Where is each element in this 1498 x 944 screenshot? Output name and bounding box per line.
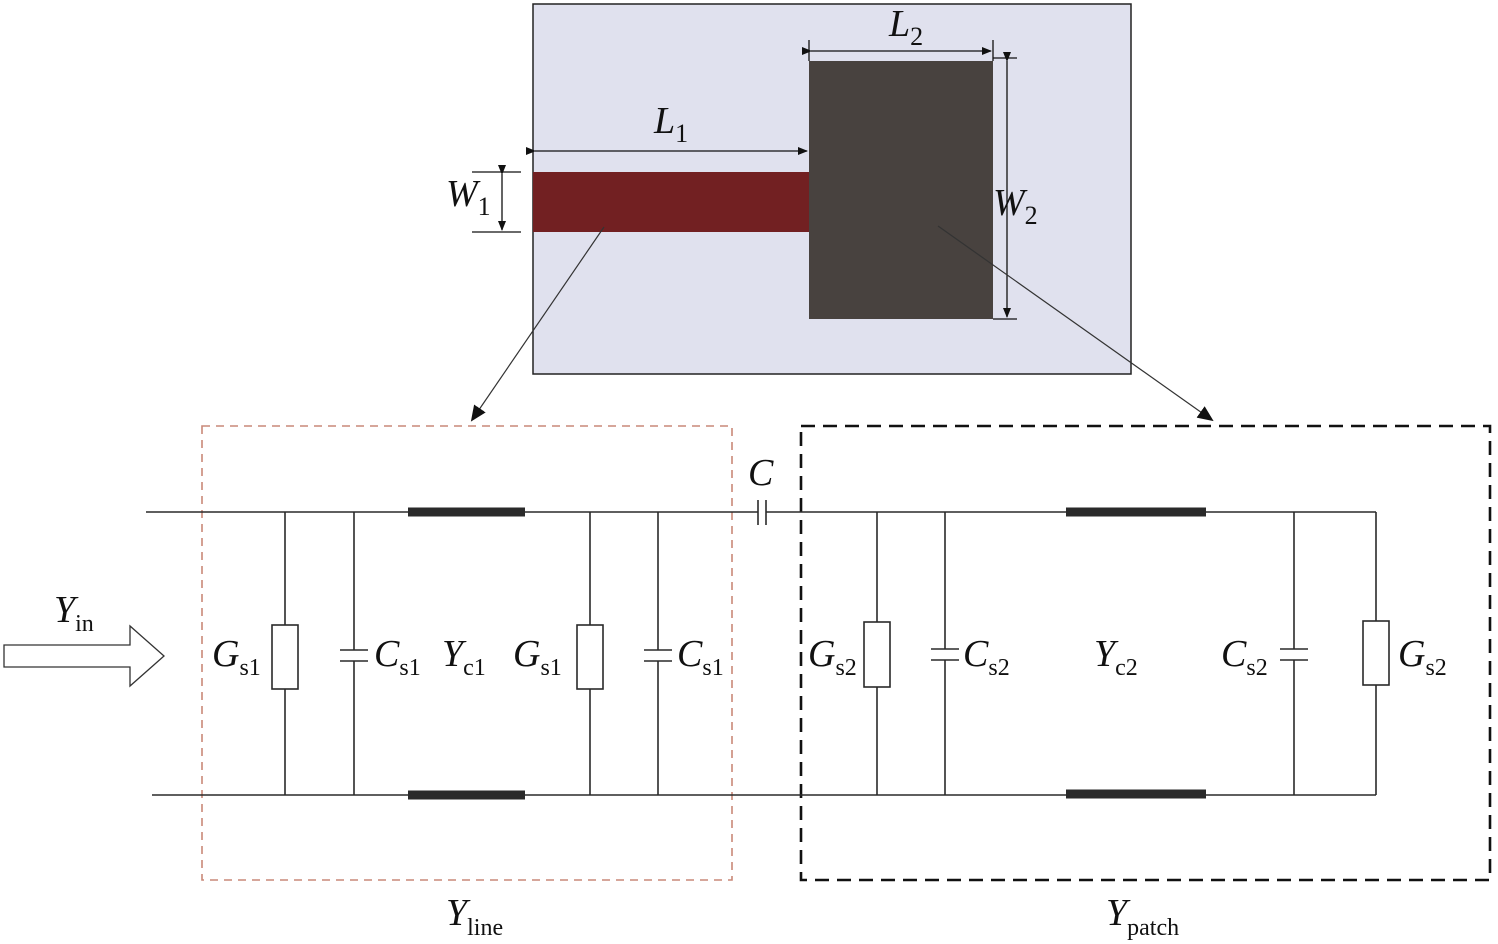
- yc2-label: Yc2: [1094, 633, 1138, 681]
- cs2b-label: Cs2: [1221, 633, 1268, 681]
- gs1-label: Gs1: [212, 633, 261, 681]
- transmission-line-segments: [408, 507, 1206, 800]
- gs1-resistor: [271, 624, 299, 690]
- yc1-label: Yc1: [442, 633, 486, 681]
- gs2-label: Gs2: [808, 633, 857, 681]
- conductance-resistors: [271, 620, 1390, 690]
- coupling-capacitor-label: C: [748, 452, 774, 494]
- patch-pointer-arrow: [937, 225, 1214, 422]
- circuit-wires: [146, 511, 1377, 796]
- gs2-resistor: [863, 621, 891, 688]
- antenna-layout: L1 L2 W1 W2: [446, 3, 1132, 375]
- gs1b-label: Gs1: [513, 633, 562, 681]
- coupling-capacitor: [757, 500, 767, 525]
- patch-section-label: Ypatch: [1106, 892, 1179, 941]
- patch-section-box: [799, 424, 1492, 882]
- w1-label: W1: [446, 173, 491, 221]
- gs1b-resistor: [576, 624, 604, 690]
- l2-label: L2: [888, 3, 923, 51]
- input-arrow: [3, 624, 165, 688]
- cs1b-label: Cs1: [677, 633, 724, 681]
- line-section-label: Yline: [446, 892, 503, 941]
- cs2-label: Cs2: [963, 633, 1010, 681]
- patch: [809, 61, 993, 319]
- w2-label: W2: [993, 182, 1038, 230]
- cs1-label: Cs1: [374, 633, 421, 681]
- l1-label: L1: [653, 100, 688, 148]
- line-section-box: [201, 425, 733, 881]
- feed-line: [533, 172, 809, 232]
- feed-line-pointer-arrow: [470, 226, 605, 422]
- shunt-capacitor-plates: [340, 648, 1308, 662]
- gs2b-label: Gs2: [1398, 633, 1447, 681]
- gs2b-resistor: [1362, 620, 1390, 686]
- input-admittance-label: Yin: [54, 589, 94, 637]
